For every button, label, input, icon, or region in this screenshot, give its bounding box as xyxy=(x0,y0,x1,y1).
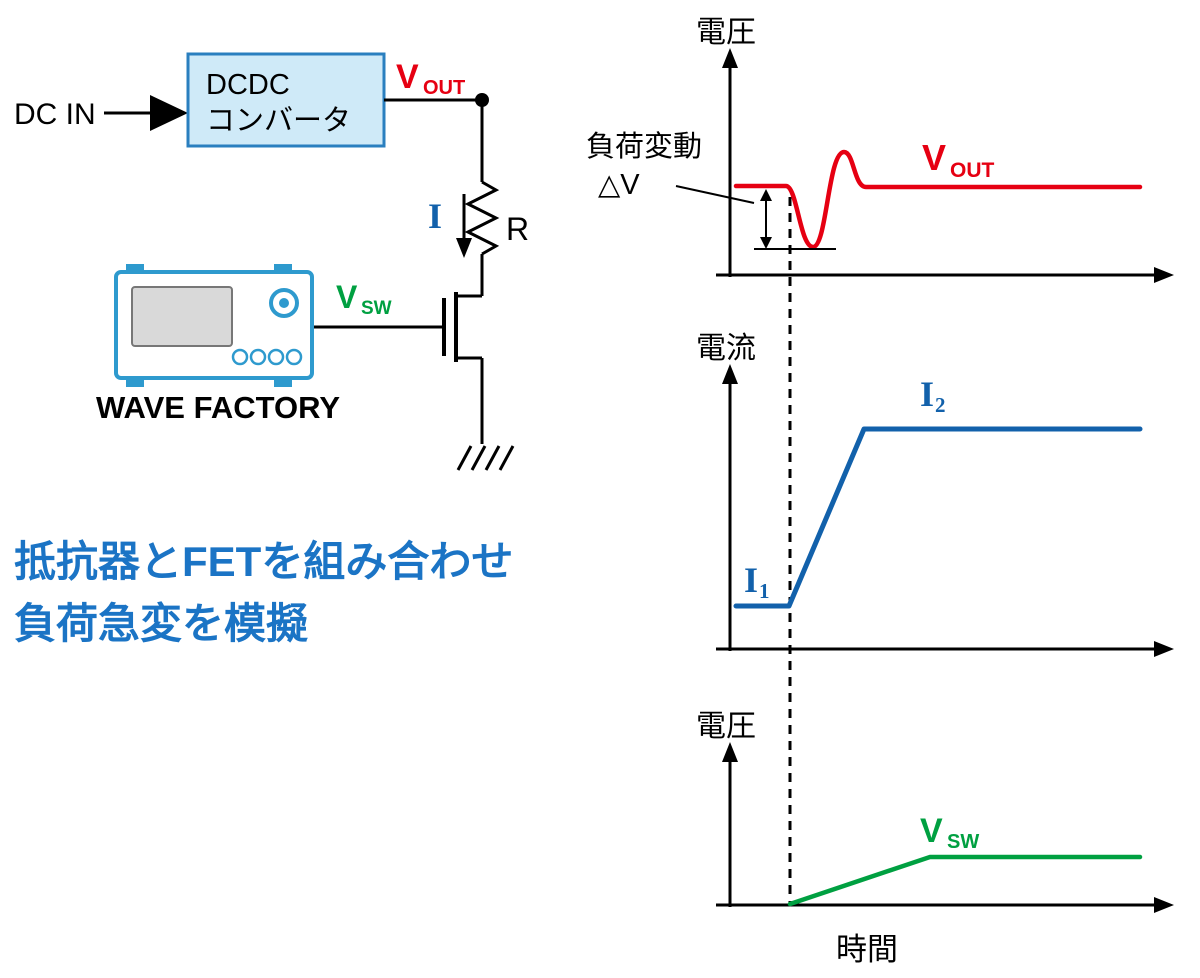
converter-label-line2: コンバータ xyxy=(206,105,351,137)
waveform-graph-vsw: 電圧 V SW 時間 xyxy=(696,710,1174,967)
resistor-symbol xyxy=(464,180,500,256)
current-level2-label: I xyxy=(920,374,934,414)
middle-x-axis-arrowhead-icon xyxy=(1154,641,1174,657)
circuit-vsw-label-sub: SW xyxy=(361,298,392,319)
annotation-line2: △V xyxy=(598,169,640,201)
current-level2-label-sub: 2 xyxy=(935,393,946,417)
current-level1-label: I xyxy=(744,560,758,600)
graph-vsw-label: V xyxy=(920,812,943,850)
current-trace xyxy=(733,426,1143,609)
bottom-y-axis-label: 電圧 xyxy=(696,710,756,743)
instrument-button-1 xyxy=(231,348,249,366)
circuit-vout-label-sub: OUT xyxy=(423,77,465,99)
instrument-knob-center xyxy=(279,298,289,308)
instrument-foot-right xyxy=(274,376,292,387)
circuit-diagram: DC IN DCDC コンバータ V OUT R I xyxy=(14,52,529,647)
signal-generator xyxy=(114,264,314,387)
waveform-graph-vout: 電圧 負荷変動 △V V OUT xyxy=(586,16,1174,283)
annotation-pointer-line xyxy=(675,185,755,204)
instrument-top-tab-left xyxy=(126,264,144,274)
delta-v-arrow-up-icon xyxy=(760,189,772,201)
vsw-trace xyxy=(787,854,1143,907)
circuit-vsw-label: V xyxy=(336,279,358,315)
annotation-line1: 負荷変動 xyxy=(586,130,702,163)
current-level1-label-sub: 1 xyxy=(759,579,770,603)
dc-in-arrowhead-icon xyxy=(150,95,188,131)
vout-trace xyxy=(733,149,1143,250)
bottom-x-axis-label: 時間 xyxy=(836,932,898,967)
instrument-top-tab-right xyxy=(274,264,292,274)
circuit-vout-label: V xyxy=(396,58,419,96)
instrument-button-2 xyxy=(249,348,267,366)
instrument-button-4 xyxy=(285,348,303,366)
dc-in-label: DC IN xyxy=(14,98,96,131)
instrument-button-3 xyxy=(267,348,285,366)
current-arrowhead-icon xyxy=(456,238,472,258)
instrument-foot-left xyxy=(126,376,144,387)
instrument-screen xyxy=(131,286,233,347)
graph-vout-label: V xyxy=(922,137,946,178)
delta-v-arrow-down-icon xyxy=(760,237,772,249)
top-y-axis-arrowhead-icon xyxy=(722,48,738,68)
middle-y-axis-arrowhead-icon xyxy=(722,364,738,384)
caption-line2: 負荷急変を模擬 xyxy=(14,600,308,647)
middle-y-axis-label: 電流 xyxy=(696,332,756,365)
ground-symbol xyxy=(456,445,515,471)
converter-label-line1: DCDC xyxy=(206,69,290,101)
top-y-axis-label: 電圧 xyxy=(696,16,756,49)
graph-vout-label-sub: OUT xyxy=(950,159,995,182)
caption-line1: 抵抗器とFETを組み合わせ xyxy=(14,538,513,585)
graph-vsw-label-sub: SW xyxy=(947,831,979,853)
resistor-label: R xyxy=(506,211,529,247)
waveform-graph-current: 電流 I 1 I 2 xyxy=(696,332,1174,657)
bottom-y-axis-arrowhead-icon xyxy=(722,742,738,762)
bottom-x-axis-arrowhead-icon xyxy=(1154,897,1174,913)
instrument-label: WAVE FACTORY xyxy=(96,390,340,425)
top-x-axis-arrowhead-icon xyxy=(1154,267,1174,283)
fet-symbol xyxy=(312,292,482,362)
current-label: I xyxy=(428,196,442,236)
